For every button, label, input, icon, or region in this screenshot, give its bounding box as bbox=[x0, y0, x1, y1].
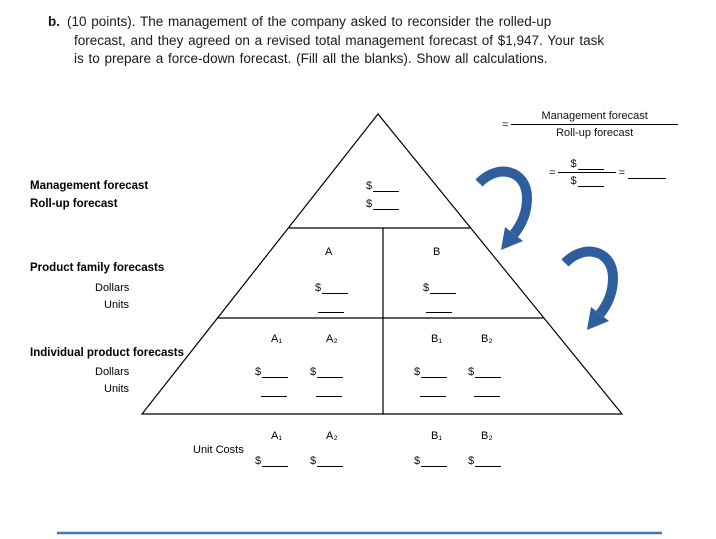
calc-fraction: $ $ bbox=[558, 158, 616, 187]
unit-costs-a1-dollar-blank: $ bbox=[255, 455, 289, 467]
dollar-sign: $ bbox=[570, 158, 577, 170]
calc-result-blank bbox=[628, 166, 666, 179]
individual-b2-units-line bbox=[474, 396, 500, 397]
label-product-family: Product family forecasts bbox=[30, 262, 165, 274]
blank-line bbox=[317, 366, 344, 378]
problem-line: b. (10 points). The management of the com… bbox=[48, 13, 604, 32]
ratio-formula: = Management forecast Roll-up forecast bbox=[502, 110, 678, 139]
calc-equals-2: = bbox=[618, 166, 625, 179]
blank-line bbox=[262, 455, 289, 467]
label-management-forecast: Management forecast bbox=[30, 180, 149, 192]
blank-line bbox=[262, 366, 289, 378]
family-a-units-line bbox=[318, 312, 344, 313]
ratio-denominator: Roll-up forecast bbox=[556, 127, 634, 139]
individual-b1-dollar-blank: $ bbox=[414, 366, 448, 378]
blank-line bbox=[421, 455, 448, 467]
blank-line bbox=[475, 455, 502, 467]
dollar-sign: $ bbox=[255, 455, 262, 467]
ratio-equals: = bbox=[502, 118, 509, 131]
blank-line bbox=[475, 366, 502, 378]
blank-line bbox=[373, 180, 400, 192]
blank-line bbox=[577, 158, 604, 170]
ratio-fraction: Management forecast Roll-up forecast bbox=[511, 110, 678, 139]
dollar-sign: $ bbox=[414, 366, 421, 378]
calc-denominator: $ bbox=[558, 173, 615, 187]
curved-arrow-top bbox=[475, 166, 533, 238]
unit-costs-a1-label: A₁ bbox=[271, 430, 283, 442]
label-individual-units: Units bbox=[104, 383, 130, 395]
problem-statement: b. (10 points). The management of the com… bbox=[48, 13, 604, 69]
unit-costs-a2-label: A₂ bbox=[326, 430, 338, 442]
family-b-dollar-blank: $ bbox=[423, 282, 457, 294]
family-b-label: B bbox=[433, 246, 441, 258]
label-rollup-forecast: Roll-up forecast bbox=[30, 198, 118, 210]
calc-equals-1: = bbox=[549, 166, 556, 179]
dollar-sign: $ bbox=[570, 175, 577, 187]
blank-line bbox=[322, 282, 349, 294]
individual-b2-dollar-blank: $ bbox=[468, 366, 502, 378]
curved-arrow-bottom bbox=[561, 246, 619, 318]
individual-a1-dollar-blank: $ bbox=[255, 366, 289, 378]
rollup-dollar-blank: $ bbox=[366, 198, 400, 210]
blank-line bbox=[577, 175, 604, 187]
label-individual-products: Individual product forecasts bbox=[30, 347, 184, 359]
calc-row: = $ $ = bbox=[549, 158, 666, 187]
unit-costs-a2-dollar-blank: $ bbox=[310, 455, 344, 467]
label-family-dollars: Dollars bbox=[95, 282, 130, 294]
family-a-dollar-blank: $ bbox=[315, 282, 349, 294]
blank-line bbox=[430, 282, 457, 294]
problem-lead: b. bbox=[48, 14, 60, 29]
ratio-numerator: Management forecast bbox=[511, 110, 678, 125]
unit-costs-b2-dollar-blank: $ bbox=[468, 455, 502, 467]
pyramid-outline bbox=[140, 113, 624, 415]
individual-b1-units-line bbox=[420, 396, 446, 397]
curved-arrow-bottom-head bbox=[587, 307, 609, 330]
label-individual-dollars: Dollars bbox=[95, 366, 130, 378]
family-a-label: A bbox=[325, 246, 333, 258]
individual-b1-label: B₁ bbox=[431, 333, 443, 345]
dollar-sign: $ bbox=[414, 455, 421, 467]
problem-line: is to prepare a force-down forecast. (Fi… bbox=[74, 51, 548, 66]
unit-costs-b1-label: B₁ bbox=[431, 430, 443, 442]
dollar-sign: $ bbox=[255, 366, 262, 378]
unit-costs-b1-dollar-blank: $ bbox=[414, 455, 448, 467]
dollar-sign: $ bbox=[468, 455, 475, 467]
management-dollar-blank: $ bbox=[366, 180, 400, 192]
individual-a2-label: A₂ bbox=[326, 333, 338, 345]
individual-a1-label: A₁ bbox=[271, 333, 283, 345]
dollar-sign: $ bbox=[315, 282, 322, 294]
blank-line bbox=[421, 366, 448, 378]
individual-a2-units-line bbox=[316, 396, 342, 397]
curved-arrow-top-head bbox=[501, 227, 523, 250]
label-family-units: Units bbox=[104, 299, 130, 311]
blank-line bbox=[373, 198, 400, 210]
dollar-sign: $ bbox=[310, 455, 317, 467]
dollar-sign: $ bbox=[423, 282, 430, 294]
dollar-sign: $ bbox=[310, 366, 317, 378]
calc-numerator: $ bbox=[558, 158, 616, 173]
problem-text: (10 points). The management of the compa… bbox=[67, 14, 552, 29]
dollar-sign: $ bbox=[366, 198, 373, 210]
individual-a2-dollar-blank: $ bbox=[310, 366, 344, 378]
family-b-units-line bbox=[426, 312, 452, 313]
individual-b2-label: B₂ bbox=[481, 333, 493, 345]
unit-costs-label: Unit Costs bbox=[193, 444, 244, 456]
dollar-sign: $ bbox=[468, 366, 475, 378]
blank-line bbox=[317, 455, 344, 467]
individual-a1-units-line bbox=[261, 396, 287, 397]
unit-costs-b2-label: B₂ bbox=[481, 430, 493, 442]
problem-line: forecast, and they agreed on a revised t… bbox=[74, 32, 605, 48]
dollar-sign: $ bbox=[366, 180, 373, 192]
